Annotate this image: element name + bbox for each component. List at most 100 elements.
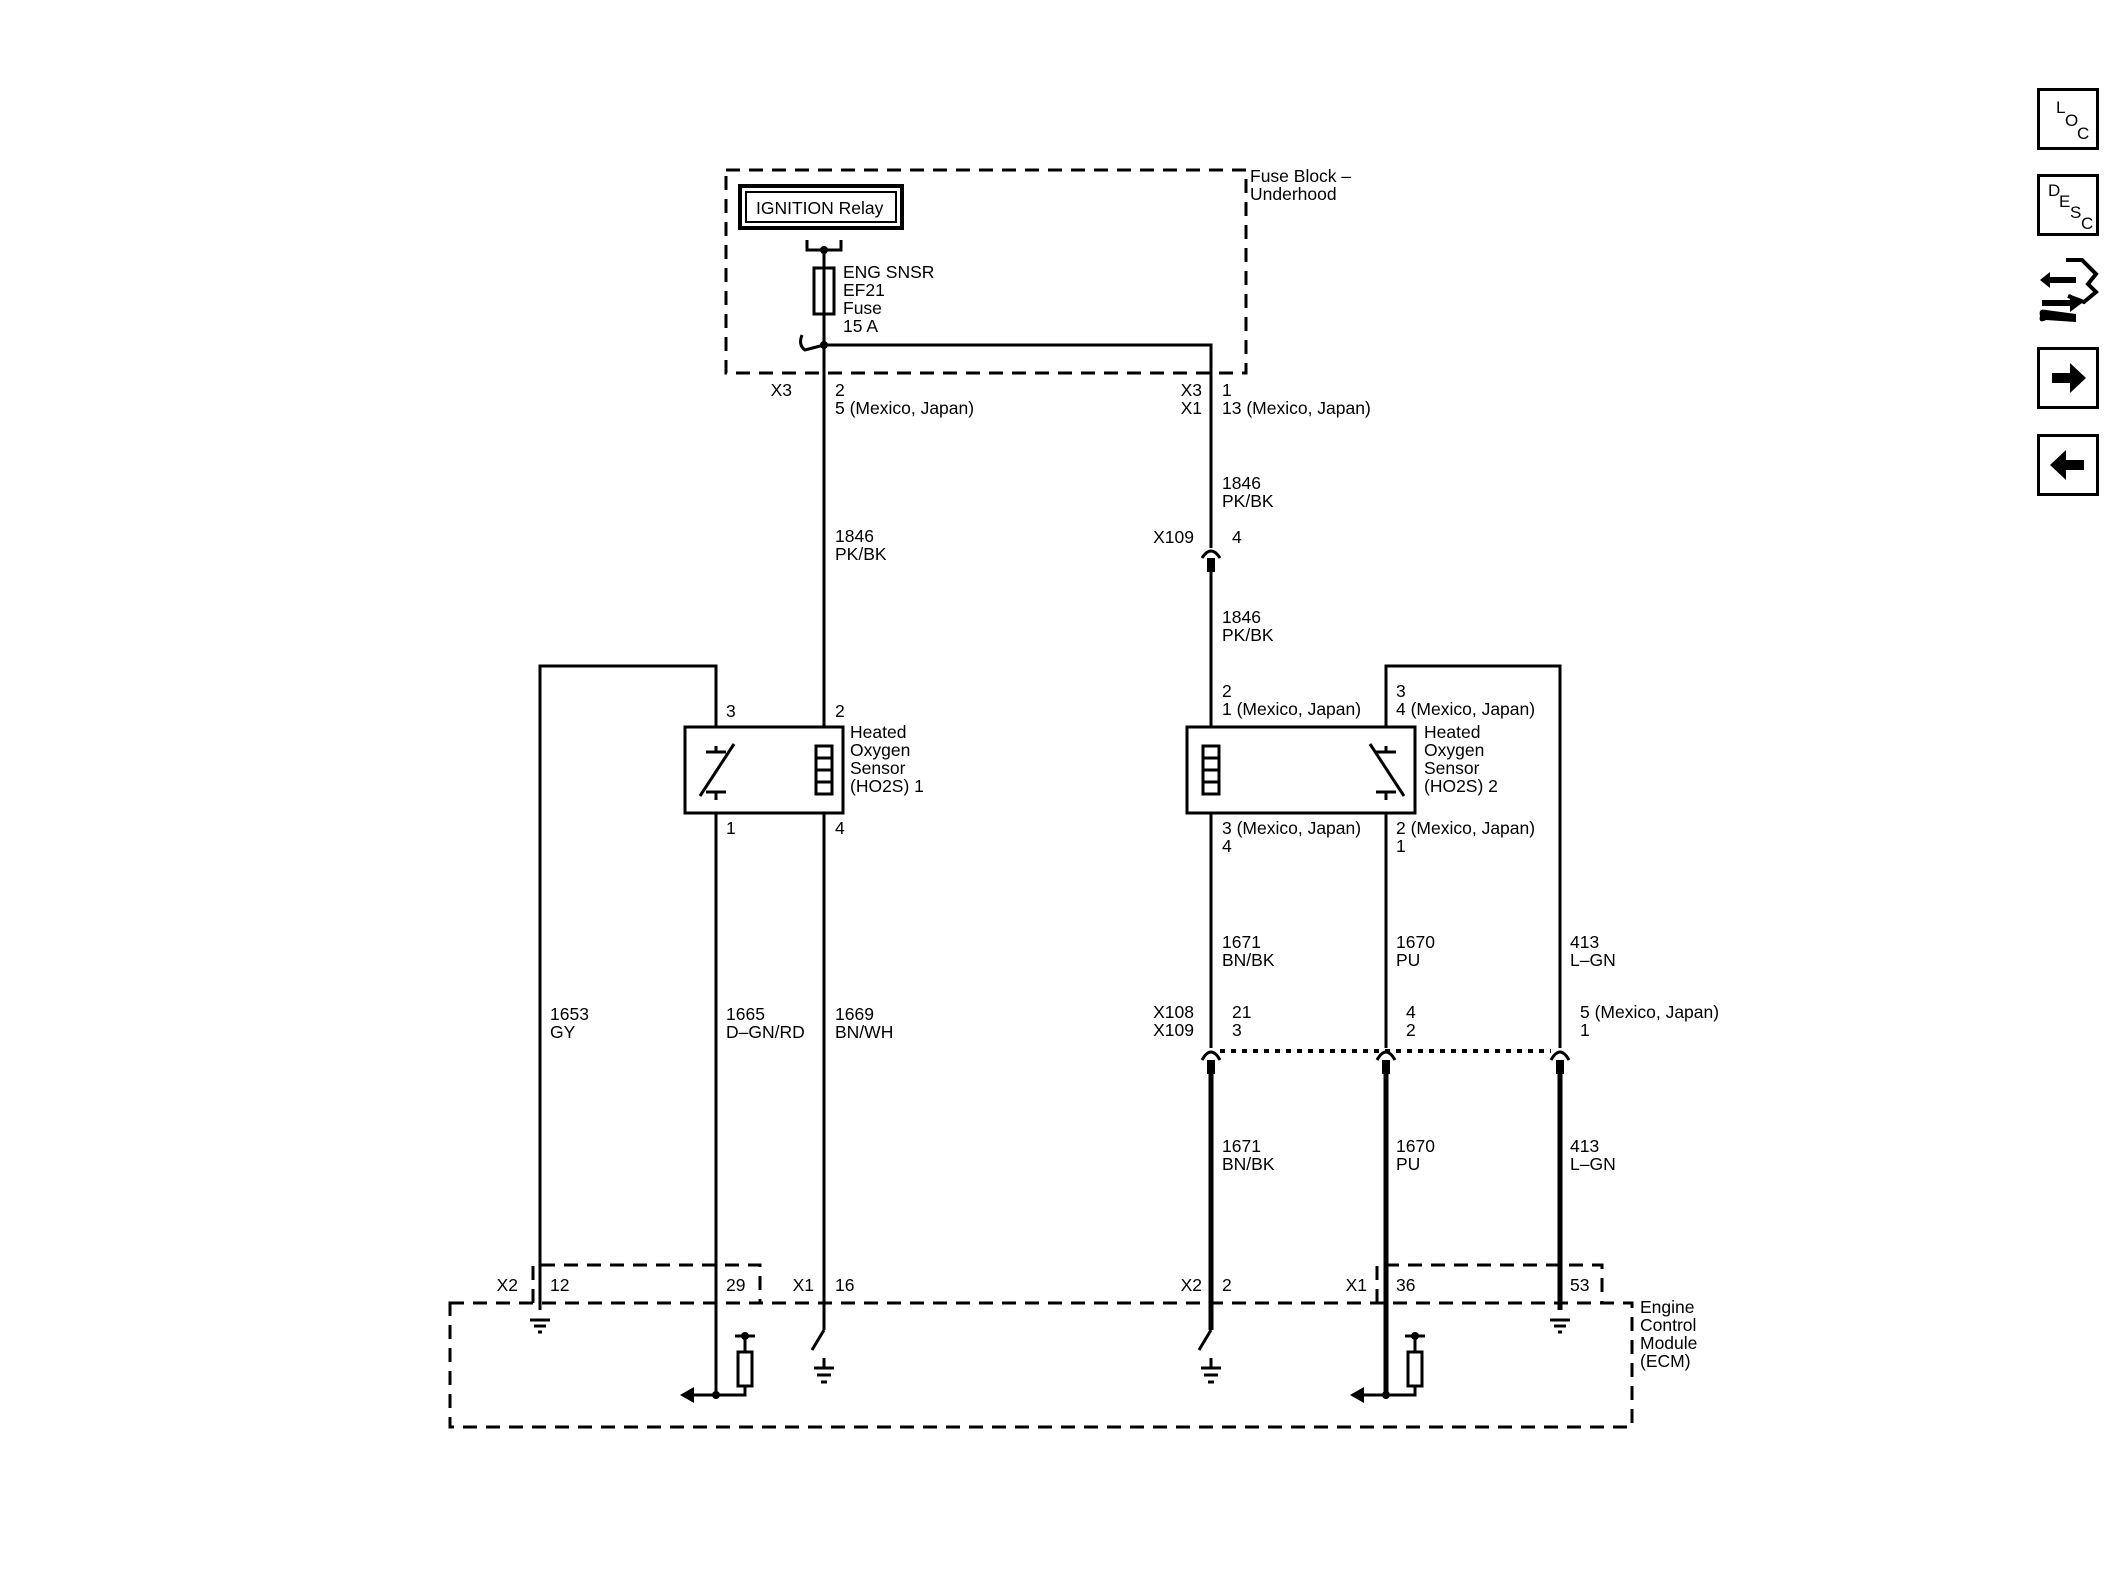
wire-1846-left-color: PK/BK (835, 544, 887, 564)
ho2s2-pin-tr-a: 3 (1396, 681, 1406, 701)
wire-1669-circuit: 1669 (835, 1004, 874, 1024)
ho2s1-pin-4: 4 (835, 818, 845, 838)
fuse-label-2: EF21 (843, 280, 885, 300)
desc-letter-e: E (2059, 192, 2071, 211)
ho2s2-pin-tr-b: 4 (Mexico, Japan) (1396, 699, 1535, 719)
ho2s1-label-3: Sensor (850, 758, 906, 778)
inline-pin-b1: 3 (1232, 1020, 1242, 1040)
ho2s2-label-1: Heated (1424, 722, 1480, 742)
fuse-block-label-2: Underhood (1250, 184, 1337, 204)
ecm-label-3: Module (1640, 1333, 1697, 1353)
ecm-input-pin-29 (680, 1332, 755, 1403)
ho2s1-pin-2: 2 (835, 701, 845, 721)
wire-1653[interactable] (538, 664, 718, 1310)
inline-pin-a3: 5 (Mexico, Japan) (1580, 1002, 1719, 1022)
fuse-label-1: ENG SNSR (843, 262, 934, 282)
ecm-pin-12: 12 (550, 1275, 569, 1295)
ecm-heater-driver-pin-2 (1197, 1329, 1221, 1384)
wire-1670-lower-circuit: 1670 (1396, 1136, 1435, 1156)
description-button[interactable]: D E S C (2037, 174, 2099, 236)
wire-413-upper[interactable] (1384, 664, 1562, 1048)
fb-left-pin-a: 2 (835, 380, 845, 400)
ho2s-1-sensor[interactable] (683, 725, 845, 815)
ignition-relay[interactable]: IGNITION Relay (738, 184, 904, 230)
ecm-module[interactable] (448, 1263, 1634, 1429)
ho2s-2-sensor[interactable] (1185, 725, 1417, 815)
fb-right-pin-b: 13 (Mexico, Japan) (1222, 398, 1371, 418)
ecm-x1-right: X1 (1346, 1275, 1367, 1295)
fb-right-pin-a: 1 (1222, 380, 1232, 400)
ho2s2-label-4: (HO2S) 2 (1424, 776, 1498, 796)
ecm-ground-pin-12 (530, 1318, 550, 1334)
ignition-relay-label: IGNITION Relay (756, 198, 884, 218)
forward-arrow-icon (2052, 363, 2086, 393)
forward-button[interactable] (2037, 347, 2099, 409)
wire-1669-color: BN/WH (835, 1022, 893, 1042)
ecm-pin-16: 16 (835, 1275, 854, 1295)
loc-letter-o: O (2065, 111, 2079, 130)
wire-1671-lower-color: BN/BK (1222, 1154, 1275, 1174)
fuse-block-underhood: Fuse Block – Underhood (724, 166, 1351, 375)
ho2s1-label-4: (HO2S) 1 (850, 776, 924, 796)
loc-letter-c: C (2077, 124, 2090, 143)
ho2s1-pin-1: 1 (726, 818, 736, 838)
ecm-pin-53: 53 (1570, 1275, 1589, 1295)
wire-1665-circuit: 1665 (726, 1004, 765, 1024)
ecm-x2-right: X2 (1181, 1275, 1202, 1295)
ho2s2-label-2: Oxygen (1424, 740, 1484, 760)
wire-1846-right-lower-circuit: 1846 (1222, 607, 1261, 627)
fb-left-conn: X3 (771, 380, 792, 400)
ecm-x2-left: X2 (497, 1275, 518, 1295)
ecm-ground-pin-53 (1550, 1318, 1570, 1334)
inline-pin-a1: 21 (1232, 1002, 1251, 1022)
x109-lower-label: X109 (1153, 1020, 1194, 1040)
inline-pin-b3: 1 (1580, 1020, 1590, 1040)
wire-1671-lower-circuit: 1671 (1222, 1136, 1261, 1156)
ecm-pin-36: 36 (1396, 1275, 1415, 1295)
ecm-pin-29: 29 (726, 1275, 745, 1295)
wire-1665-color: D–GN/RD (726, 1022, 805, 1042)
x109-label: X109 (1153, 527, 1194, 547)
wire-1670-lower-color: PU (1396, 1154, 1420, 1174)
wire-1670-upper-circuit: 1670 (1396, 932, 1435, 952)
loc-letter-l: L (2056, 98, 2066, 117)
connector-tools-button[interactable] (2036, 250, 2100, 328)
x108-x109-inline-connector[interactable] (1200, 1049, 1571, 1074)
wire-1846-right-upper-circuit: 1846 (1222, 473, 1261, 493)
fuse-label-4: 15 A (843, 316, 878, 336)
fb-left-pin-b: 5 (Mexico, Japan) (835, 398, 974, 418)
wire-1671-upper-color: BN/BK (1222, 950, 1275, 970)
ecm-label-4: (ECM) (1640, 1351, 1691, 1371)
ho2s2-pin-bl-b: 4 (1222, 836, 1232, 856)
x109-inline-connector[interactable]: X109 4 (1153, 527, 1242, 572)
ho2s2-pin-tl-b: 1 (Mexico, Japan) (1222, 699, 1361, 719)
ho2s2-label-3: Sensor (1424, 758, 1480, 778)
back-button[interactable] (2037, 434, 2099, 496)
ho2s1-pin-3: 3 (726, 701, 736, 721)
wire-1670-upper-color: PU (1396, 950, 1420, 970)
x108-label: X108 (1153, 1002, 1194, 1022)
wire-1653-color: GY (550, 1022, 576, 1042)
back-arrow-icon (2050, 450, 2084, 480)
ecm-pin-2: 2 (1222, 1275, 1232, 1295)
desc-letter-c: C (2081, 214, 2094, 233)
wire-413-lower-color: L–GN (1570, 1154, 1616, 1174)
ho2s1-label-2: Oxygen (850, 740, 910, 760)
ecm-label-2: Control (1640, 1315, 1696, 1335)
desc-letter-s: S (2070, 203, 2082, 222)
wire-1846-left-circuit: 1846 (835, 526, 874, 546)
ho2s2-pin-bl-a: 3 (Mexico, Japan) (1222, 818, 1361, 838)
wire-1846-right-upper-color: PK/BK (1222, 491, 1274, 511)
inline-pin-b2: 2 (1406, 1020, 1416, 1040)
wire-1653-circuit: 1653 (550, 1004, 589, 1024)
wire-413-lower-circuit: 413 (1570, 1136, 1599, 1156)
ho2s2-pin-br-a: 2 (Mexico, Japan) (1396, 818, 1535, 838)
eng-snsr-fuse[interactable]: ENG SNSR EF21 Fuse 15 A (805, 240, 934, 336)
wire-413-upper-circuit: 413 (1570, 932, 1599, 952)
location-button[interactable]: L O C (2037, 88, 2099, 150)
ecm-label-1: Engine (1640, 1297, 1695, 1317)
wire-413-upper-color: L–GN (1570, 950, 1616, 970)
bus-hook-symbol (799, 334, 825, 352)
fb-right-conn-a: X3 (1181, 380, 1202, 400)
